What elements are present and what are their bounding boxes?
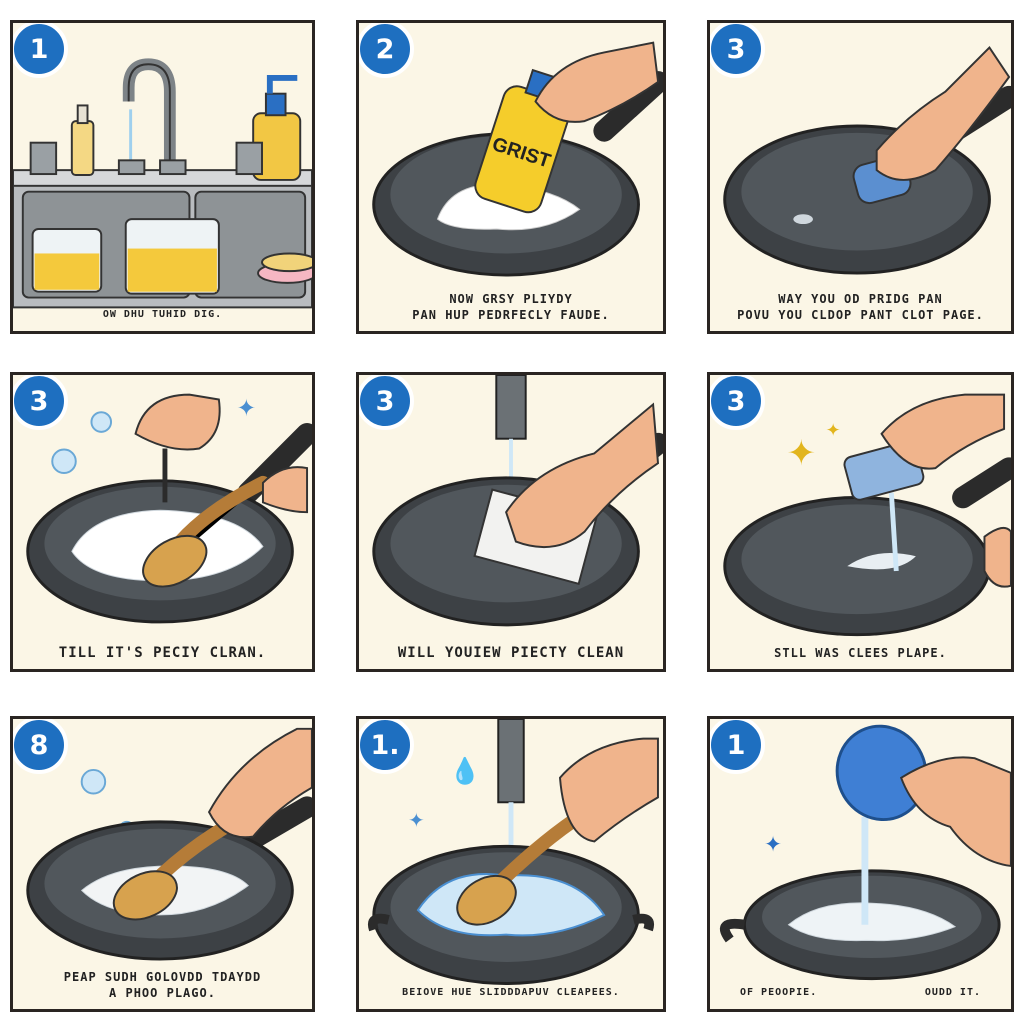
caption-line: NOW GRSY PLIYDY	[449, 292, 573, 306]
pan-scrub-illustration: ✦	[13, 375, 312, 669]
panel-9: ✦ 1 OF PEOOPIE. OUDD IT.	[707, 716, 1014, 1012]
sparkle-icon: ✦	[787, 433, 817, 474]
caption: NOW GRSY PLIYDY PAN HUP PEDRFECLY FAUDE.	[367, 291, 655, 323]
caption: BEIOVE HUE SLIDDDAPUV CLEAPEES.	[367, 985, 655, 1001]
panel-7: 8 PEAP SUDH GOLOVDD TDAYDD A PHOO PLAGO.	[10, 716, 315, 1012]
step-badge: 1	[13, 23, 68, 78]
panel-4: ✦ 3 TILL IT'S PECIY CLRAN.	[10, 372, 315, 672]
pan-pour-illustration: ✦	[710, 719, 1011, 1009]
pan-rinse-illustration: ✦ ✦	[710, 375, 1011, 669]
caption-line: POVU YOU CLDOP PANT CLOT PAGE.	[737, 308, 984, 322]
sparkle-icon: ✦	[764, 832, 782, 857]
caption-line: PAN HUP PEDRFECLY FAUDE.	[412, 308, 610, 322]
sink-illustration	[13, 23, 312, 331]
step-badge: 1	[710, 719, 765, 774]
caption-line: OUDD IT.	[924, 987, 981, 998]
panel-8: 💧 ✦ 1. BEIOVE HUE SLIDDDAPUV CLEAPEES.	[356, 716, 666, 1012]
step-badge: 3	[710, 23, 765, 78]
pan-wipe-illustration	[359, 375, 663, 669]
caption-line: TILL IT'S PECIY CLRAN.	[58, 645, 267, 661]
panel-3: 3 WAY YOU OD PRIDG PAN POVU YOU CLDOP PA…	[707, 20, 1014, 334]
caption: TILL IT'S PECIY CLRAN.	[21, 645, 304, 661]
step-badge: 3	[710, 375, 765, 430]
step-badge: 8	[13, 719, 68, 774]
pan-sponge-illustration	[710, 23, 1011, 331]
step-badge: 3	[359, 375, 414, 430]
step-badge: 3	[13, 375, 68, 430]
caption-line: BEIOVE HUE SLIDDDAPUV CLEAPEES.	[402, 987, 620, 998]
caption-line: WILL YOUIEW PIECTY CLEAN	[397, 645, 625, 661]
step-badge: 2	[359, 23, 414, 78]
pan-brush-illustration	[13, 719, 312, 1009]
sparkle-icon: ✦	[236, 394, 256, 422]
caption: PEAP SUDH GOLOVDD TDAYDD A PHOO PLAGO.	[21, 969, 304, 1001]
pan-soap-illustration: GRIST	[359, 23, 663, 331]
caption: OW DHU TUHID DIG.	[21, 307, 304, 323]
panel-2: GRIST 2 NOW GRSY PLIYDY PAN HUP PEDRFECL…	[356, 20, 666, 334]
caption: STLL WAS CLEES PLAPE.	[718, 645, 1003, 661]
panel-1: 1 OW DHU TUHID DIG.	[10, 20, 315, 334]
sparkle-icon: ✦	[826, 421, 841, 441]
step-badge: 1.	[359, 719, 414, 774]
caption-line: A PHOO PLAGO.	[109, 986, 216, 1000]
panel-6: ✦ ✦ 3 STLL WAS CLEES PLAPE.	[707, 372, 1014, 672]
caption-line: PEAP SUDH GOLOVDD TDAYDD	[63, 970, 262, 984]
caption-line: WAY YOU OD PRIDG PAN	[778, 292, 943, 306]
caption-line: STLL WAS CLEES PLAPE.	[774, 646, 947, 660]
sparkle-icon: ✦	[408, 809, 424, 832]
caption: WAY YOU OD PRIDG PAN POVU YOU CLDOP PANT…	[718, 291, 1003, 323]
water-drop-icon: 💧	[449, 756, 481, 787]
panel-5: 3 WILL YOUIEW PIECTY CLEAN	[356, 372, 666, 672]
pan-splash-illustration: 💧 ✦	[359, 719, 663, 1009]
caption: WILL YOUIEW PIECTY CLEAN	[367, 645, 655, 661]
caption-line: OW DHU TUHID DIG.	[102, 309, 223, 320]
caption-line: OF PEOOPIE.	[740, 987, 818, 998]
caption: OF PEOOPIE. OUDD IT.	[718, 985, 1003, 1001]
